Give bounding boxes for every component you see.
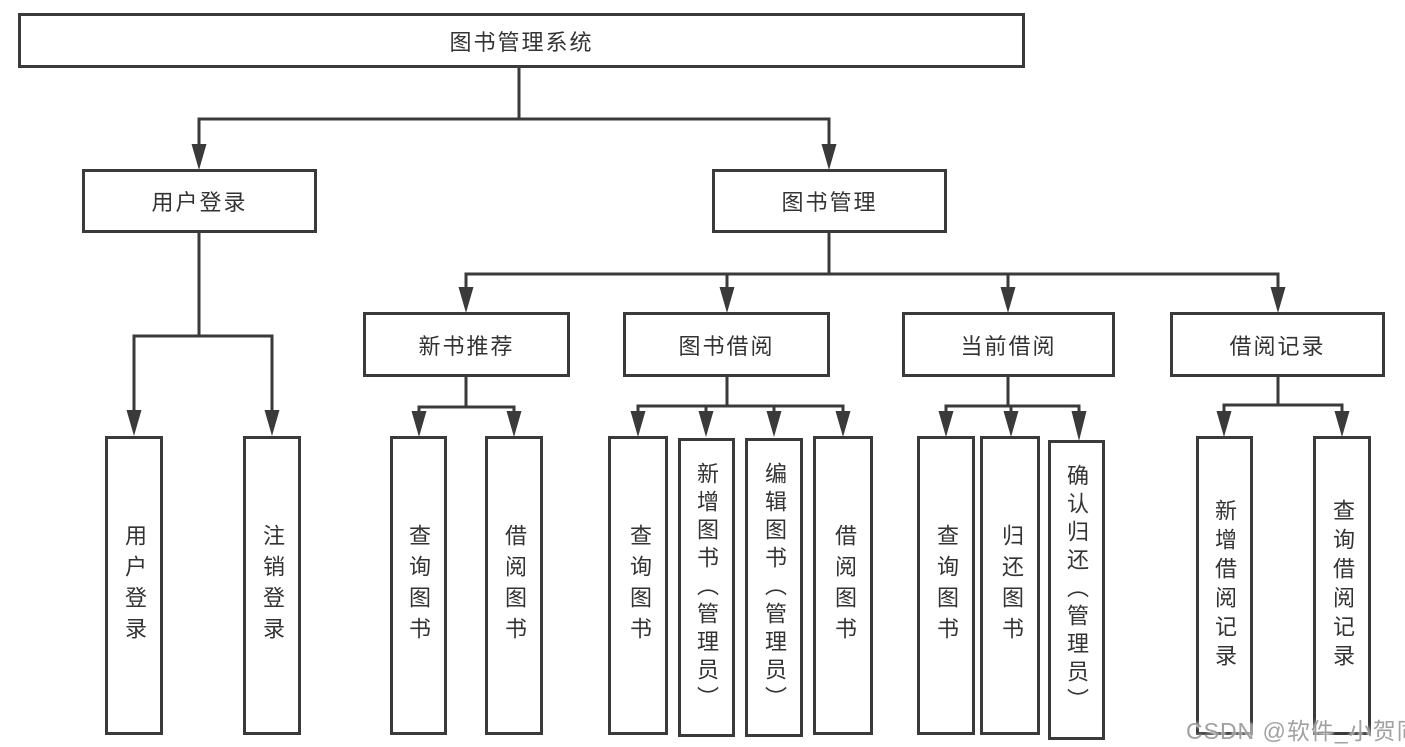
- leaf-return-books: 归还图书: [980, 436, 1040, 735]
- leaf-query-books-recommend: 查询图书: [390, 436, 447, 735]
- leaf-edit-books-admin: 编辑图书（管理员）: [745, 438, 803, 737]
- node-book-management-branch: 图书管理: [712, 169, 947, 233]
- leaf-query-borrow-record: 查询借阅记录: [1313, 436, 1371, 735]
- leaf-logout: 注销登录: [243, 436, 301, 735]
- node-book-borrowing: 图书借阅: [623, 312, 830, 377]
- leaf-query-books-current: 查询图书: [917, 436, 975, 735]
- leaf-confirm-return-admin: 确认归还（管理员）: [1048, 440, 1105, 740]
- leaf-borrow-books-recommend: 借阅图书: [485, 436, 543, 735]
- connector-lines: [132, 66, 1344, 416]
- leaf-add-borrow-record: 新增借阅记录: [1196, 436, 1253, 735]
- leaf-query-books-borrowing: 查询图书: [608, 436, 668, 735]
- csdn-watermark: CSDN @软件_小贺同学: [1186, 718, 1405, 744]
- node-current-borrowing: 当前借阅: [902, 312, 1115, 377]
- arrowheads: [126, 144, 1350, 441]
- node-borrow-records: 借阅记录: [1170, 312, 1385, 377]
- leaf-borrow-books-borrowing: 借阅图书: [813, 436, 873, 735]
- leaf-add-books-admin: 新增图书（管理员）: [678, 438, 735, 737]
- node-user-login-branch: 用户登录: [82, 169, 317, 233]
- node-root-library-system: 图书管理系统: [18, 13, 1025, 68]
- node-new-book-recommend: 新书推荐: [363, 312, 570, 377]
- leaf-user-login: 用户登录: [105, 436, 163, 735]
